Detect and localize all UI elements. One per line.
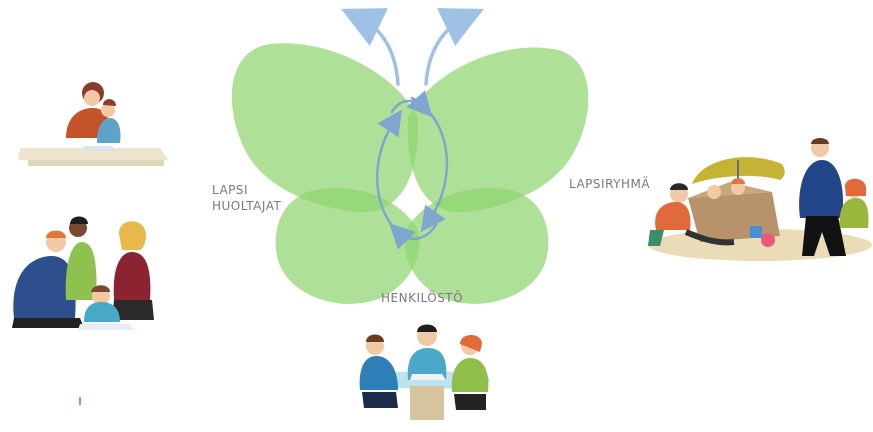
butterfly-wings [231,43,589,304]
lapsiryhma-label: LAPSIRYHMÄ [569,177,651,191]
small-green-mark [79,397,81,405]
children-playing-with-teacher-illustration [648,138,872,261]
antenna-right-arrow [424,8,484,86]
huoltajat-label: HUOLTAJAT [212,199,282,213]
antenna-left-arrow [341,8,400,86]
cycle-arrows [376,90,449,250]
antenna-arrows [341,8,484,86]
family-reading-together-illustration [12,216,154,330]
arrow-top-loop [390,90,433,118]
wing-top-left [231,43,419,213]
wing-top-right [407,47,589,213]
staff-meeting-at-table-illustration [359,324,490,420]
arrow-bottom-loop [389,218,440,250]
parent-and-child-reading-illustration [18,82,168,166]
henkilosto-label: HENKILÖSTÖ [381,291,464,305]
wing-bottom-right [404,187,549,304]
wing-bottom-left [275,187,420,304]
lapsi-huoltajat-label: LAPSI HUOLTAJAT [212,182,281,214]
lapsi-label: LAPSI [212,183,249,197]
